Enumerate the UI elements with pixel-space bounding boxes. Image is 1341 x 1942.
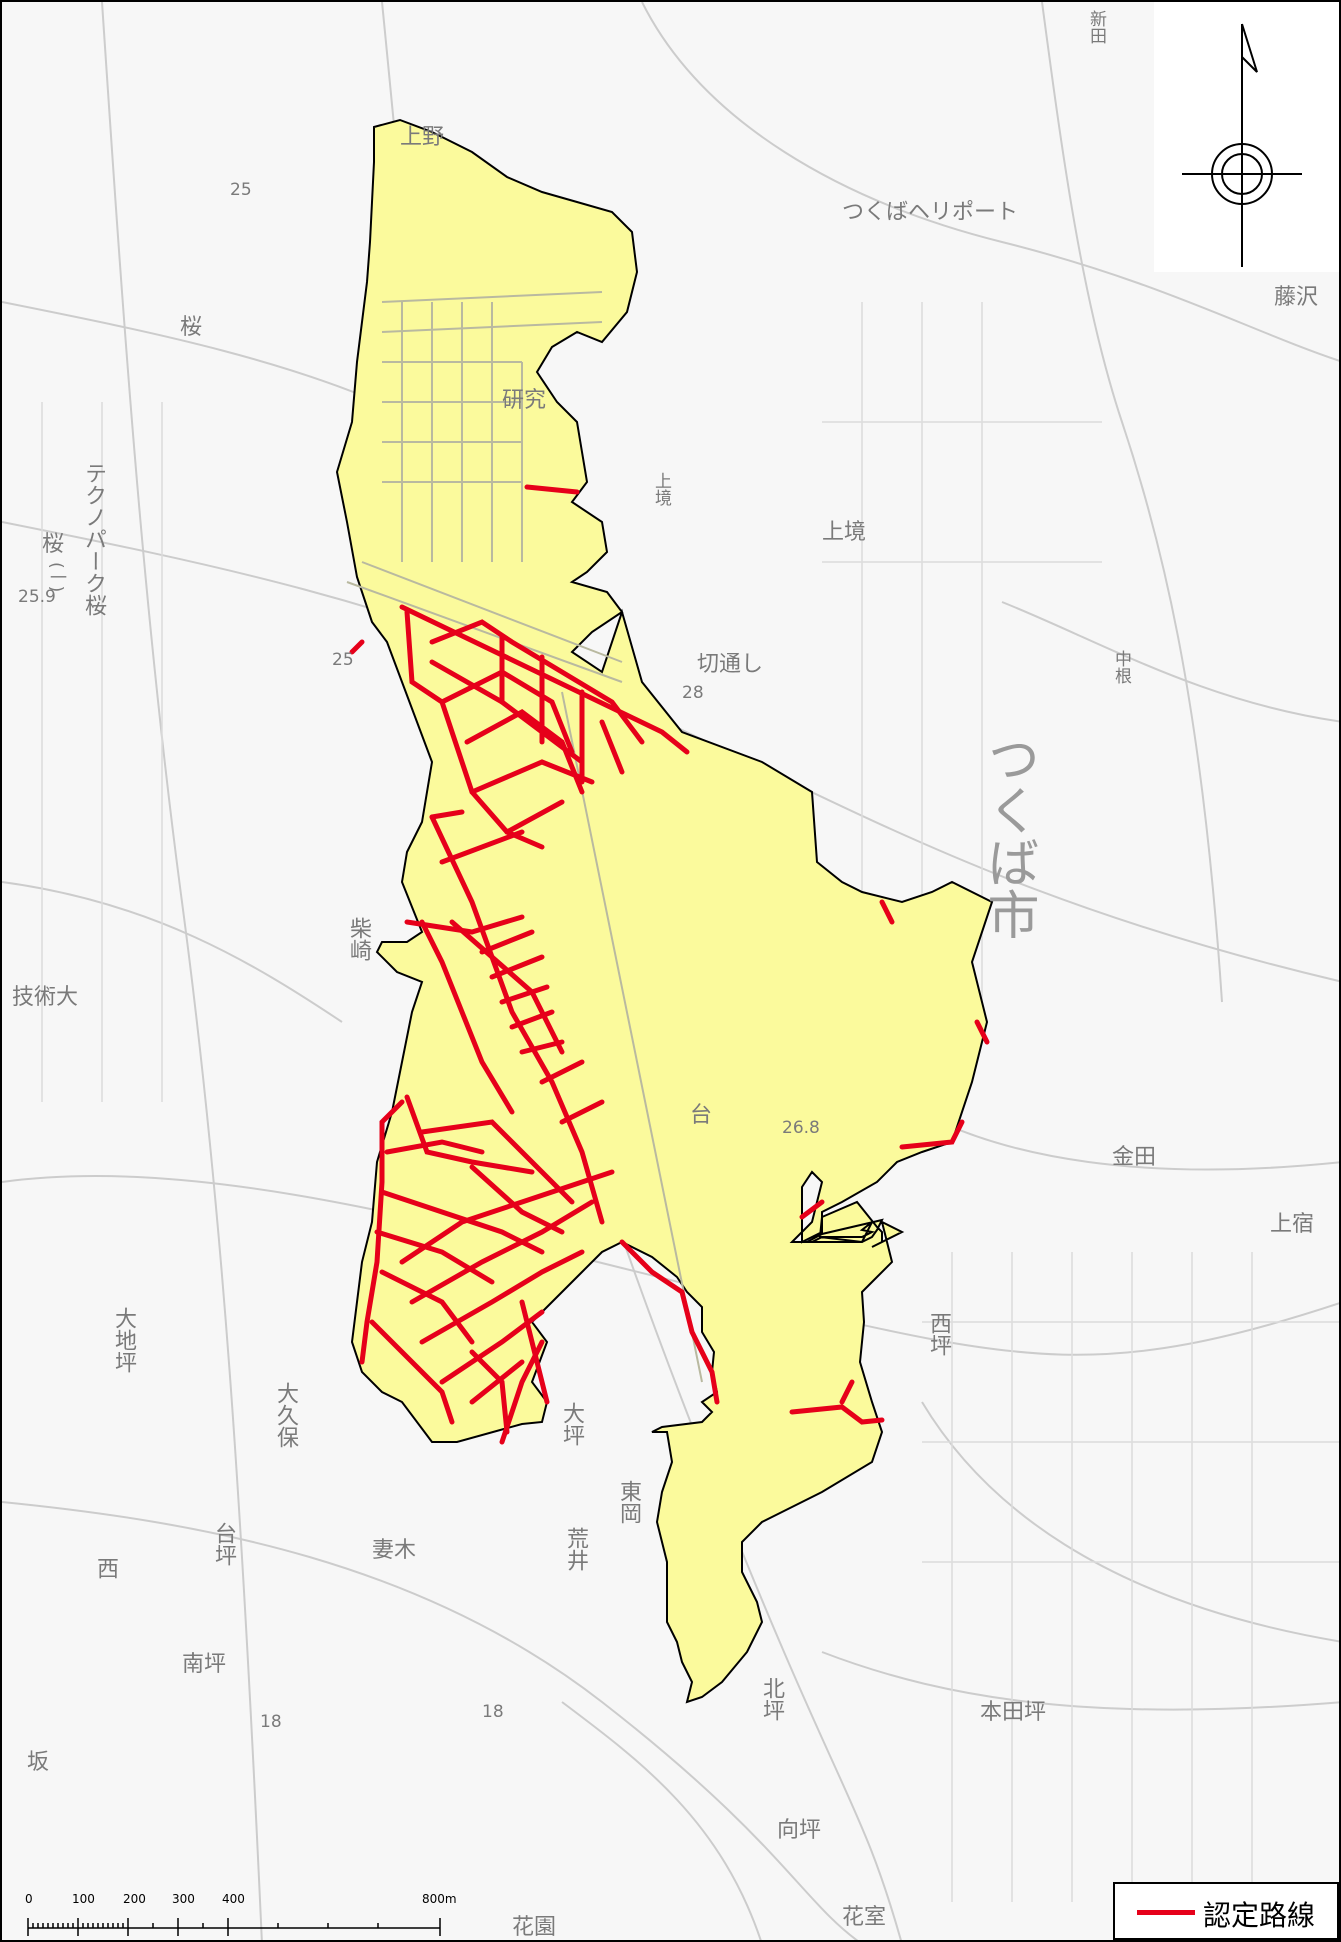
base-map-grid <box>41 302 1339 1902</box>
elevation-label: 18 <box>482 1702 504 1722</box>
place-label: 新田 <box>1086 10 1106 44</box>
place-label: 研究 <box>502 388 547 413</box>
elevation-label: 28 <box>682 683 704 703</box>
scale-tick-label: 0 <box>25 1892 33 1906</box>
place-label: 切通し <box>697 652 764 677</box>
certified-routes <box>349 484 990 1445</box>
red-line-swatch <box>1137 1910 1195 1915</box>
scale-tick-label: 100 <box>72 1892 95 1906</box>
place-label: 桜 <box>180 315 203 340</box>
place-label: 台 <box>690 1103 713 1128</box>
place-label: 大久保 <box>273 1382 298 1448</box>
place-label: 東岡 <box>616 1480 641 1524</box>
place-label: 大坪 <box>559 1402 584 1446</box>
place-label: 北坪 <box>759 1677 784 1721</box>
legend-label: 認定路線 <box>1203 1899 1316 1932</box>
scale-bar: 0 100 200 300 400 800m <box>10 1892 465 1940</box>
place-label: 上野 <box>400 125 445 150</box>
north-arrow-icon <box>1182 23 1302 267</box>
place-label: 上境 <box>651 472 671 506</box>
scale-tick-label: 800m <box>422 1892 457 1906</box>
place-label: 南坪 <box>182 1652 227 1677</box>
scale-tick-label: 200 <box>123 1892 146 1906</box>
place-label: 技術大 <box>12 985 79 1010</box>
place-label: テクノパーク桜 <box>81 462 106 616</box>
place-label: 向坪 <box>777 1818 822 1843</box>
place-label: 妻木 <box>372 1538 417 1563</box>
elevation-label: 25.9 <box>18 587 56 607</box>
internal-streets <box>346 291 703 1383</box>
place-label: 中根 <box>1111 650 1131 684</box>
elevation-label: 26.8 <box>782 1118 820 1138</box>
place-label: 桜 <box>42 532 65 557</box>
place-label: 西 <box>93 1557 118 1579</box>
place-label: つくばヘリポート <box>842 200 1019 225</box>
place-label: 花室 <box>842 1905 887 1930</box>
elevation-label: 25 <box>230 180 252 200</box>
place-label: 坂 <box>27 1750 50 1775</box>
place-label: 藤沢 <box>1274 285 1319 310</box>
scale-tick-label: 400 <box>222 1892 245 1906</box>
place-label: 大地坪 <box>111 1307 136 1373</box>
place-label: (一) <box>46 562 66 593</box>
place-label: 台坪 <box>211 1522 236 1566</box>
place-label: 金田 <box>1112 1145 1157 1170</box>
place-label: 花園 <box>512 1915 557 1940</box>
elevation-label: 18 <box>260 1712 282 1732</box>
place-label: 荒井 <box>563 1527 588 1571</box>
place-label: 上宿 <box>1270 1212 1315 1237</box>
elevation-label: 25 <box>332 650 354 670</box>
legend: 認定路線 <box>1113 1882 1339 1940</box>
scale-ruler <box>27 1918 441 1936</box>
place-label: 西坪 <box>926 1312 951 1356</box>
place-label: 柴崎 <box>346 917 371 961</box>
place-label: 本田坪 <box>980 1700 1047 1725</box>
place-label: 上境 <box>822 520 867 545</box>
place-label: つくば市 <box>978 732 1038 940</box>
scale-tick-label: 300 <box>172 1892 195 1906</box>
